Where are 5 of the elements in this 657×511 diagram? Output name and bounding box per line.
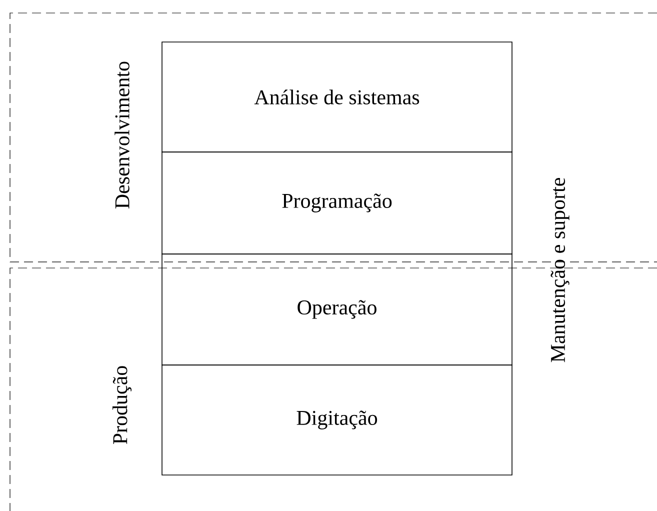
stack-row: Digitação <box>162 364 512 476</box>
stack-row: Operação <box>162 254 512 366</box>
side-label: Manutenção e suporte <box>550 178 570 362</box>
stack-row: Análise de sistemas <box>162 42 512 152</box>
stack-row: Programação <box>162 152 512 254</box>
